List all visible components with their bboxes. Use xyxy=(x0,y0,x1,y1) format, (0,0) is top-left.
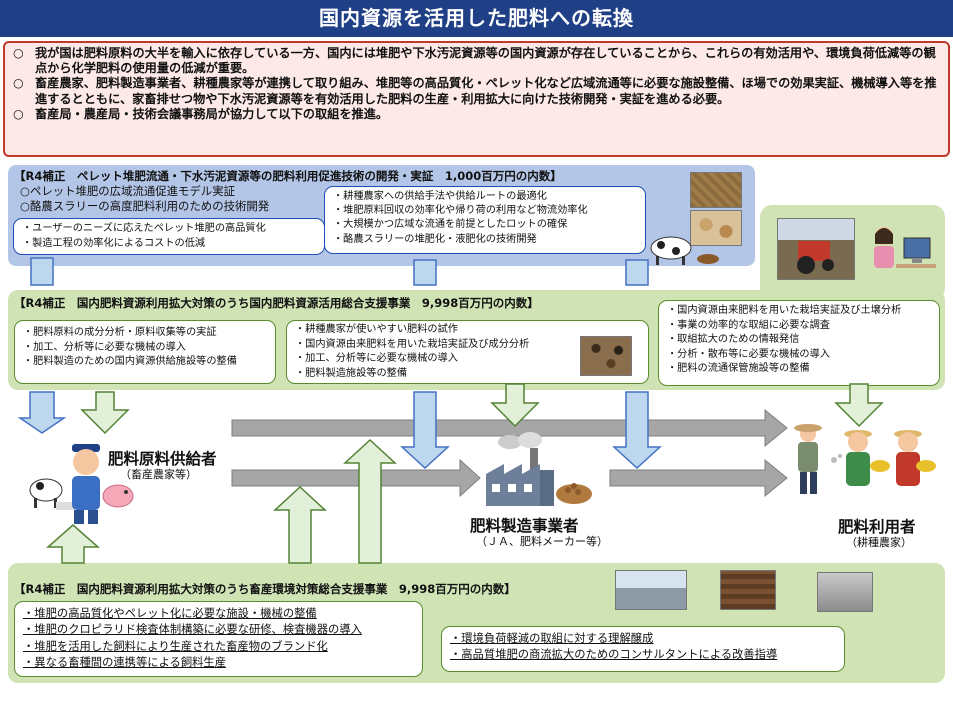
box-line: ・肥料製造のための国内資源供給施設等の整備 xyxy=(23,356,237,367)
supplier-sub: （畜産農家等） xyxy=(120,468,197,481)
box-line: ・国内資源由来肥料を用いた栽培実証及び成分分析 xyxy=(295,338,530,350)
box-line: ・異なる畜種間の連携等による飼料生産 xyxy=(23,655,414,671)
user-name: 肥料利用者 xyxy=(838,518,916,536)
box-line: ・肥料の流通保管施設等の整備 xyxy=(667,363,810,374)
tech-dev-box-left: ・ユーザーのニーズに応えたペレット堆肥の高品質化 ・製造工程の効率化によるコスト… xyxy=(13,218,325,255)
supplier-name: 肥料原料供給者 xyxy=(108,450,217,468)
compost-pile-photo xyxy=(720,570,776,610)
livestock-env-heading: 【R4補正 国内肥料資源利用拡大対策のうち畜産環境対策総合支援事業 9,998百… xyxy=(14,582,516,596)
box-line: ・ユーザーのニーズに応えたペレット堆肥の高品質化 xyxy=(22,223,266,234)
compost-heap-icon xyxy=(697,254,719,264)
machine-photo xyxy=(817,572,873,612)
box-line-text: ・堆肥の高品質化やペレット化に必要な施設・機械の整備 xyxy=(23,607,317,620)
page-title: 国内資源を活用した肥料への転換 xyxy=(0,0,953,37)
compost-pellet-photo xyxy=(690,210,742,246)
box-line: ・堆肥原料回収の効率化や帰り荷の利用など物流効率化 xyxy=(333,205,588,217)
box-line: ・高品質堆肥の商流拡大のためのコンサルタントによる改善指導 xyxy=(450,647,836,663)
tech-dev-heading: 【R4補正 ペレット堆肥流通・下水汚泥資源等の肥料利用促進技術の開発・実証 1,… xyxy=(14,169,562,183)
box-line: ・事業の効率的な取組に必要な調査 xyxy=(667,319,830,331)
manufacturer-sub: （ＪＡ、肥料メーカー等） xyxy=(476,535,608,548)
intro-text: 畜産局・農産局・技術会議事務局が協力して以下の取組を推進。 xyxy=(35,106,389,121)
user-sub: （耕種農家） xyxy=(846,536,912,549)
livestock-env-box-left: ・堆肥の高品質化やペレット化に必要な施設・機械の整備 ・堆肥のクロピラリド検査体… xyxy=(14,601,423,677)
resource-support-box3: ・国内資源由来肥料を用いた栽培実証及び土壌分析 ・事業の効率的な取組に必要な調査… xyxy=(658,300,940,386)
farmers-with-rice-illustration xyxy=(794,424,936,494)
cow-illustration xyxy=(650,236,692,265)
box-line: ・肥料原料の成分分析・原料収集等の実証 xyxy=(23,327,217,338)
box-line: ・分析・散布等に必要な機械の導入 xyxy=(667,348,830,360)
pc-worker-illustration xyxy=(874,227,936,268)
box-line-text: ・堆肥のクロピラリド検査体制構築に必要な研修、検査機器の導入 xyxy=(23,623,362,637)
box-line-text: ・異なる畜種間の連携等による飼料生産 xyxy=(23,655,227,669)
intro-paragraph: ○ 我が国は肥料原料の大半を輸入に依存している一方、国内には堆肥や下水汚泥資源等の… xyxy=(13,46,940,76)
resource-support-heading: 【R4補正 国内肥料資源利用拡大対策のうち国内肥料資源活用総合支援事業 9,99… xyxy=(14,296,539,310)
box-line-text: ・堆肥を活用した飼料により生産された畜産物のブランド化 xyxy=(23,639,328,653)
box-line: ・耕種農家が使いやすい肥料の試作 xyxy=(295,324,458,335)
gray-flow-arrows xyxy=(231,408,788,498)
box-line: ・酪農スラリーの堆肥化・液肥化の技術開発 xyxy=(333,233,537,245)
green-up-arrows xyxy=(46,438,397,564)
tech-dev-item: ○ペレット堆肥の広域流通促進モデル実証 xyxy=(20,184,235,198)
box-line: ・堆肥のクロピラリド検査体制構築に必要な研修、検査機器の導入 xyxy=(23,622,414,638)
tractor-photo xyxy=(777,218,855,280)
intro-text: 我が国は肥料原料の大半を輸入に依存している一方、国内には堆肥や下水汚泥資源等の国… xyxy=(35,46,936,76)
box-line: ・製造工程の効率化によるコストの低減 xyxy=(22,238,206,249)
intro-box: ○ 我が国は肥料原料の大半を輸入に依存している一方、国内には堆肥や下水汚泥資源等の… xyxy=(3,41,950,157)
box-line: ・耕種農家への供給手法や供給ルートの最適化 xyxy=(333,191,547,202)
box-line: ・堆肥の高品質化やペレット化に必要な施設・機械の整備 xyxy=(23,606,414,622)
tech-dev-item: ○酪農スラリーの高度肥料利用のための技術開発 xyxy=(20,199,270,213)
box-line: ・加工、分析等に必要な機械の導入 xyxy=(295,353,458,364)
box-line-text: ・高品質堆肥の商流拡大のためのコンサルタントによる改善指導 xyxy=(450,648,778,662)
intro-text: 畜産農家、肥料製造事業者、耕種農家等が連携して取り組み、堆肥等の高品質化・ペレッ… xyxy=(35,76,937,106)
bullet-mark: ○ xyxy=(13,46,24,60)
tech-dev-box-right: ・耕種農家への供給手法や供給ルートの最適化 ・堆肥原料回収の効率化や帰り荷の利用… xyxy=(324,186,646,254)
box-line: ・堆肥を活用した飼料により生産された畜産物のブランド化 xyxy=(23,639,414,655)
bullet-mark: ○ xyxy=(13,76,24,91)
compost-pellet-photo xyxy=(690,172,742,208)
green-down-arrows xyxy=(80,383,884,435)
blue-down-arrows xyxy=(17,257,662,470)
greenhouse-photo xyxy=(615,570,687,610)
box-line: ・肥料製造施設等の整備 xyxy=(295,367,408,379)
box-line-text: ・環境負荷軽減の取組に対する理解醸成 xyxy=(450,632,654,645)
livestock-env-box-right: ・環境負荷軽減の取組に対する理解醸成 ・高品質堆肥の商流拡大のためのコンサルタン… xyxy=(441,626,845,672)
box-line: ・国内資源由来肥料を用いた栽培実証及び土壌分析 xyxy=(667,305,902,316)
factory-illustration xyxy=(486,432,592,506)
box-line: ・大規模かつ広域な流通を前提としたロットの確保 xyxy=(333,219,568,231)
intro-paragraph: ○ 畜産農家、肥料製造事業者、耕種農家等が連携して取り組み、堆肥等の高品質化・ペレ… xyxy=(13,76,940,106)
intro-paragraph: ○ 畜産局・農産局・技術会議事務局が協力して以下の取組を推進。 xyxy=(13,107,940,122)
livestock-farmer-illustration xyxy=(29,444,134,524)
box-line: ・環境負荷軽減の取組に対する理解醸成 xyxy=(450,631,836,647)
resource-support-box1: ・肥料原料の成分分析・原料収集等の実証 ・加工、分析等に必要な機械の導入 ・肥料… xyxy=(14,320,276,384)
manufacturer-name: 肥料製造事業者 xyxy=(470,517,579,535)
box-line: ・取組拡大のための情報発信 xyxy=(667,334,800,345)
fertilizer-sample-photo xyxy=(580,336,632,376)
box-line: ・加工、分析等に必要な機械の導入 xyxy=(23,341,186,353)
bullet-mark: ○ xyxy=(13,106,24,121)
